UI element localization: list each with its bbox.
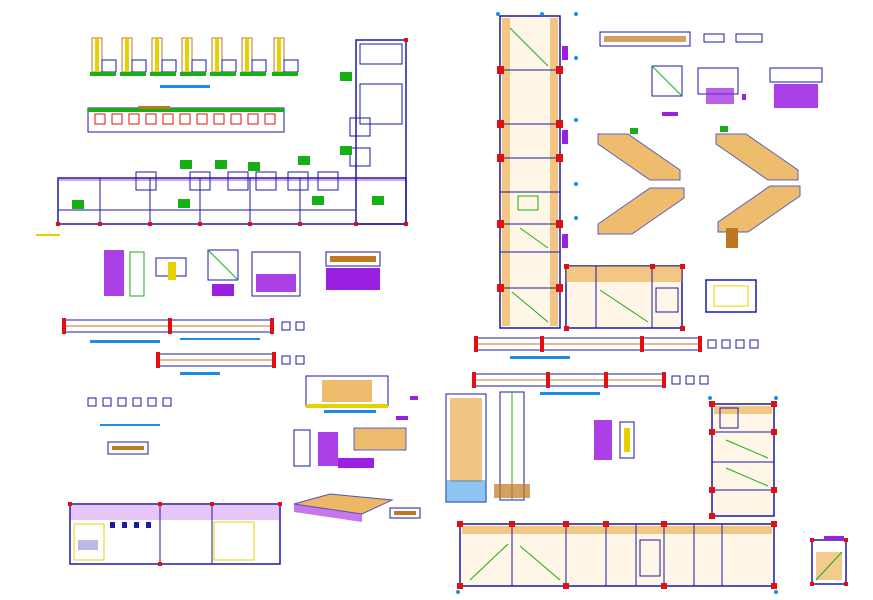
annotation-blocks bbox=[396, 46, 844, 540]
slab-isometric-detail bbox=[293, 493, 421, 522]
beam-elevation-1 bbox=[62, 318, 305, 343]
beam-elevation-3 bbox=[474, 336, 759, 359]
beam-elevation-4 bbox=[472, 372, 709, 395]
small-sections bbox=[87, 397, 172, 455]
column-detail bbox=[210, 37, 237, 76]
stair-details bbox=[597, 31, 823, 248]
floor-plan-right bbox=[456, 396, 778, 594]
column-detail bbox=[180, 37, 207, 76]
footing-details bbox=[104, 249, 381, 297]
column-detail-small bbox=[594, 420, 635, 460]
ground-floor-plan-left bbox=[36, 38, 408, 236]
wall-elevation-detail bbox=[293, 375, 407, 468]
small-stair-plan bbox=[810, 538, 848, 586]
column-detail bbox=[90, 37, 117, 76]
vertical-frame-elevation bbox=[496, 12, 578, 329]
column-detail bbox=[272, 37, 299, 76]
column-detail bbox=[150, 37, 177, 76]
column-section-details bbox=[90, 37, 299, 88]
column-detail bbox=[240, 37, 267, 76]
column-detail bbox=[120, 37, 147, 76]
toilet-block-plan bbox=[68, 502, 282, 566]
wall-section-detail bbox=[445, 391, 530, 503]
beam-elevation-2 bbox=[156, 352, 305, 375]
beam-detail-strip bbox=[87, 106, 285, 133]
detail-title-bar bbox=[160, 85, 210, 88]
stair-hall-plan bbox=[564, 264, 757, 331]
